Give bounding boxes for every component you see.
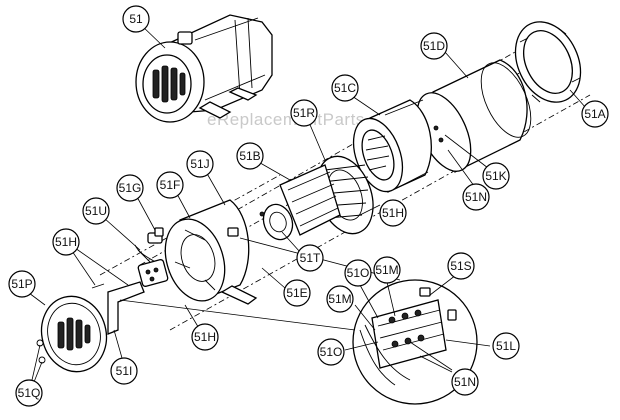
svg-text:51O: 51O [347,266,370,280]
label-51A: 51A [581,100,609,128]
svg-text:51: 51 [129,12,143,26]
svg-text:51F: 51F [160,178,181,192]
svg-text:51N: 51N [465,190,487,204]
label-51E: 51E [283,279,311,307]
svg-text:51D: 51D [423,39,445,53]
part-51C-drawing [352,99,444,193]
svg-text:51E: 51E [286,286,307,300]
label-51U: 51U [82,197,110,225]
svg-text:51O: 51O [320,345,343,359]
part-51G-51U-drawing [134,227,169,287]
svg-text:51G: 51G [119,181,142,195]
svg-text:51K: 51K [485,169,506,183]
svg-text:51H: 51H [382,206,404,220]
svg-text:51H: 51H [55,235,77,249]
svg-text:51H: 51H [194,330,216,344]
label-51J: 51J [186,150,214,178]
svg-text:51L: 51L [496,339,516,353]
detail-circle-drawing [119,237,478,405]
label-51N-low: 51N [451,368,479,396]
label-51: 51 [122,5,150,33]
label-51H-mid: 51H [379,199,407,227]
svg-text:51J: 51J [190,157,209,171]
label-51M-top: 51M [373,256,401,284]
svg-text:51S: 51S [450,259,471,273]
leader-lines [24,23,587,383]
part-51F-drawing [164,199,258,305]
svg-text:51U: 51U [85,204,107,218]
label-51I: 51I [110,357,138,385]
svg-text:51T: 51T [300,251,321,265]
svg-text:51I: 51I [116,364,133,378]
label-51N-top: 51N [462,183,490,211]
label-51B: 51B [236,142,264,170]
svg-text:51M: 51M [375,263,398,277]
label-51C: 51C [331,74,359,102]
svg-text:51N: 51N [454,375,476,389]
svg-text:51A: 51A [584,107,605,121]
label-51T: 51T [296,244,324,272]
svg-text:51P: 51P [11,277,32,291]
label-51H-left: 51H [52,228,80,256]
svg-text:51R: 51R [293,106,315,120]
label-51K: 51K [482,162,510,190]
label-51P: 51P [8,270,36,298]
assembled-generator-drawing [135,14,273,123]
part-51I-drawing [91,281,145,335]
svg-text:51Q: 51Q [18,386,41,400]
part-51A-drawing [514,21,582,103]
label-51M-left: 51M [326,285,354,313]
label-51G: 51G [116,174,144,202]
part-51P-drawing [36,295,108,373]
label-51F: 51F [156,171,184,199]
svg-text:51M: 51M [328,292,351,306]
svg-text:51B: 51B [239,149,260,163]
label-51O-top: 51O [344,259,372,287]
svg-text:51C: 51C [334,81,356,95]
label-51D: 51D [420,32,448,60]
label-51H-low: 51H [191,323,219,351]
label-51O-low: 51O [317,338,345,366]
label-51R: 51R [290,99,318,127]
label-51Q: 51Q [15,379,43,407]
part-51R-drawing [259,155,374,241]
label-51S: 51S [447,252,475,280]
label-51L: 51L [492,332,520,360]
